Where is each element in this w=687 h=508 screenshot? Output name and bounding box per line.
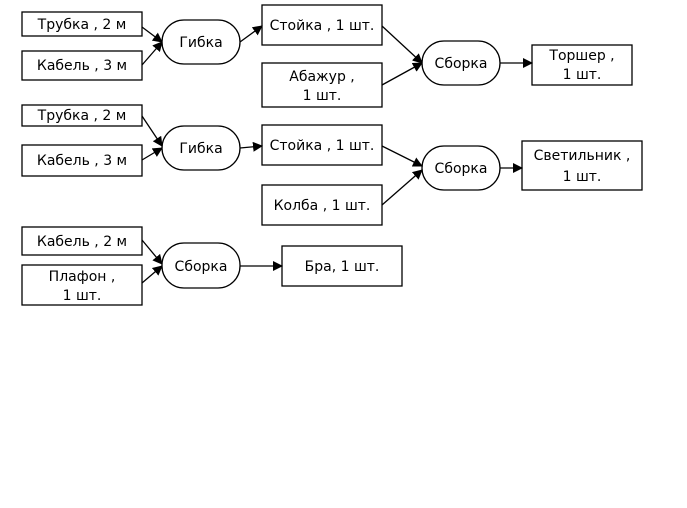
edge-tube1-to-bending1: [141, 26, 163, 43]
process-bending-2: Гибка: [161, 125, 241, 171]
intermediate-stand-1-label: Стойка , 1 шт.: [270, 18, 375, 34]
process-assembly-2-label: Сборка: [435, 161, 488, 177]
extra-flask: Колба , 1 шт.: [261, 184, 383, 226]
output-torsher: Торшер , 1 шт.: [531, 44, 633, 86]
intermediate-stand-1: Стойка , 1 шт.: [261, 4, 383, 46]
process-assembly-1-label: Сборка: [435, 56, 488, 72]
edge-stand2-to-assembly2: [381, 145, 423, 167]
flow-torsher: Трубка , 2 м Кабель , 3 м Гибка Стойка ,…: [21, 4, 633, 108]
edge-cable3-to-assembly3: [141, 239, 163, 265]
output-bra-label: Бра, 1 шт.: [305, 259, 380, 275]
edge-cable1-to-bending1: [141, 41, 163, 66]
edge-bending2-to-stand2: [239, 141, 263, 152]
process-bending-2-label: Гибка: [179, 141, 222, 157]
process-assembly-3: Сборка: [161, 242, 241, 289]
input-tube-1: Трубка , 2 м: [21, 11, 143, 37]
process-assembly-1: Сборка: [421, 40, 501, 86]
input-tube-2-label: Трубка , 2 м: [37, 108, 127, 124]
edge-flask-to-assembly2: [381, 169, 423, 206]
extra-flask-label: Колба , 1 шт.: [274, 198, 371, 214]
extra-shade-label-line2: 1 шт.: [303, 88, 342, 104]
input-plafond-label-line1: Плафон ,: [49, 269, 116, 285]
process-assembly-2: Сборка: [421, 145, 501, 191]
input-cable-3: Кабель , 2 м: [21, 226, 143, 256]
extra-shade: Абажур , 1 шт.: [261, 62, 383, 108]
intermediate-stand-2: Стойка , 1 шт.: [261, 124, 383, 166]
edge-shade-to-assembly1: [381, 62, 423, 86]
process-bending-1: Гибка: [161, 19, 241, 65]
output-torsher-label-line1: Торшер ,: [548, 48, 614, 64]
input-cable-2: Кабель , 3 м: [21, 144, 143, 177]
flow-svetilnik: Трубка , 2 м Кабель , 3 м Гибка Стойка ,…: [21, 104, 643, 226]
input-cable-2-label: Кабель , 3 м: [37, 153, 127, 169]
process-assembly-3-label: Сборка: [175, 259, 228, 275]
output-bra: Бра, 1 шт.: [281, 245, 403, 287]
input-cable-1: Кабель , 3 м: [21, 50, 143, 81]
input-tube-2: Трубка , 2 м: [21, 104, 143, 127]
process-bending-1-label: Гибка: [179, 35, 222, 51]
output-torsher-label-line2: 1 шт.: [563, 67, 602, 83]
edge-tube2-to-bending2: [141, 115, 163, 147]
output-svetilnik-label-line1: Светильник ,: [534, 148, 631, 164]
intermediate-stand-2-label: Стойка , 1 шт.: [270, 138, 375, 154]
input-plafond: Плафон , 1 шт.: [21, 264, 143, 306]
edge-bending1-to-stand1: [239, 25, 263, 43]
edge-stand1-to-assembly1: [381, 25, 423, 64]
input-cable-1-label: Кабель , 3 м: [37, 58, 127, 74]
edge-plafond-to-assembly3: [141, 265, 163, 284]
edge-cable2-to-bending2: [141, 147, 163, 161]
input-plafond-label-line2: 1 шт.: [63, 288, 102, 304]
output-svetilnik: Светильник , 1 шт.: [521, 140, 643, 191]
output-svetilnik-label-line2: 1 шт.: [563, 169, 602, 185]
extra-shade-label-line1: Абажур ,: [289, 69, 354, 85]
input-cable-3-label: Кабель , 2 м: [37, 234, 127, 250]
input-tube-1-label: Трубка , 2 м: [37, 17, 127, 33]
flow-bra: Кабель , 2 м Плафон , 1 шт. Сборка Бра, …: [21, 226, 403, 306]
